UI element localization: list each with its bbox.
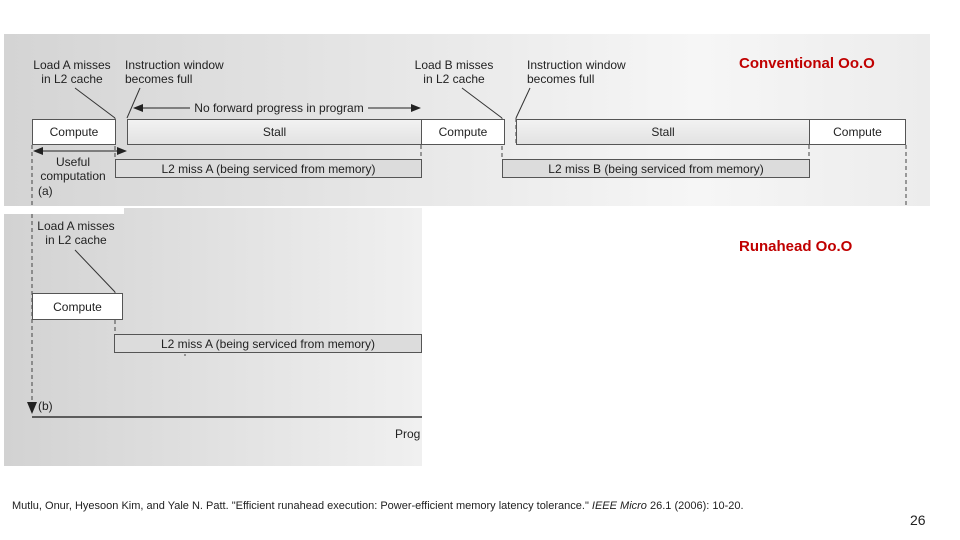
leader-window-1 bbox=[126, 87, 141, 119]
citation-prefix: Mutlu, Onur, Hyesoon Kim, and Yale N. Pa… bbox=[12, 500, 592, 512]
timeline-compute-2: Compute bbox=[421, 119, 505, 145]
conventional-ooo-title: Conventional Oo.O bbox=[739, 55, 875, 72]
l2-miss-b-bar: L2 miss B (being serviced from memory) bbox=[502, 159, 810, 178]
runahead-ooo-title: Runahead Oo.O bbox=[739, 238, 853, 255]
citation-journal: IEEE Micro bbox=[591, 500, 647, 512]
l2-miss-a-bar: L2 miss A (being serviced from memory) bbox=[115, 159, 422, 178]
timeline-compute-3: Compute bbox=[809, 119, 906, 145]
panel-b-tag: (b) bbox=[38, 399, 53, 413]
panel-b-prog-label: Prog bbox=[395, 427, 421, 441]
timeline-compute-1: Compute bbox=[32, 119, 116, 145]
leader-window-2 bbox=[515, 87, 531, 119]
timeline-stall-2: Stall bbox=[516, 119, 810, 145]
panel-a-tag: (a) bbox=[38, 184, 53, 198]
panel-b-notch bbox=[4, 208, 124, 214]
leader-load-a bbox=[74, 87, 116, 119]
citation: Mutlu, Onur, Hyesoon Kim, and Yale N. Pa… bbox=[12, 500, 744, 512]
leader-load-b bbox=[461, 87, 503, 119]
axis-b-arrowhead bbox=[27, 402, 37, 414]
timeline-stall-1: Stall bbox=[127, 119, 422, 145]
no-progress-label: No forward progress in program bbox=[194, 101, 364, 115]
page-number: 26 bbox=[910, 512, 926, 528]
panel-b-compute: Compute bbox=[32, 293, 123, 320]
citation-suffix: 26.1 (2006): 10-20. bbox=[646, 500, 744, 512]
panel-b-l2-miss-a-bar: L2 miss A (being serviced from memory) bbox=[114, 334, 422, 353]
leader-b-load-a bbox=[74, 249, 116, 293]
